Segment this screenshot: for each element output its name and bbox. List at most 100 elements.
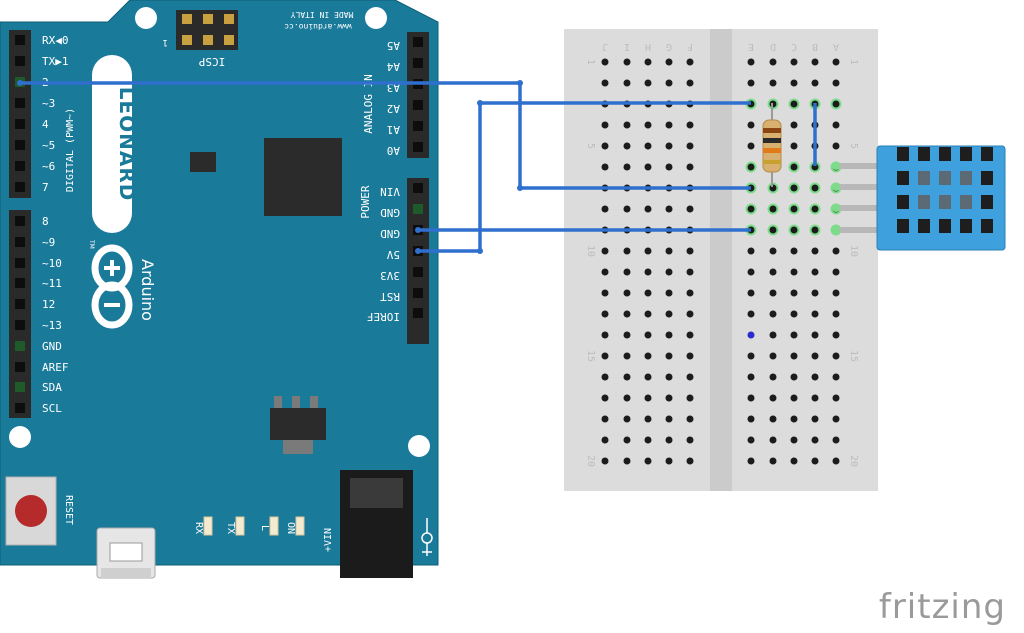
sensor-vent xyxy=(918,195,930,209)
mounting-hole xyxy=(135,7,157,29)
breadboard-column-label: J xyxy=(602,41,608,52)
analog-pin-hole xyxy=(413,142,423,152)
breadboard-hole xyxy=(811,289,819,297)
breadboard-hole xyxy=(665,394,673,402)
breadboard-hole xyxy=(601,205,609,213)
digital-header-bottom xyxy=(9,210,31,418)
breadboard-row-number: 20 xyxy=(848,455,859,467)
reset-button[interactable] xyxy=(5,476,57,546)
analog-pin-label: A4 xyxy=(386,60,400,73)
breadboard-hole xyxy=(832,289,840,297)
micro-usb-port xyxy=(96,527,156,579)
sensor-vent xyxy=(897,219,909,233)
breadboard-hole xyxy=(790,352,798,360)
breadboard-hole xyxy=(769,373,777,381)
brand-name: Arduino xyxy=(138,259,157,321)
resistor xyxy=(762,103,782,187)
breadboard-row-number: 15 xyxy=(585,350,596,362)
sensor-pin-contact xyxy=(832,183,840,191)
reset-label: RESET xyxy=(63,495,74,525)
analog-pin-hole xyxy=(413,58,423,68)
breadboard-hole xyxy=(686,373,694,381)
fritzing-watermark: fritzing xyxy=(878,587,1006,627)
sensor-vent xyxy=(960,147,972,161)
breadboard-hole xyxy=(686,331,694,339)
breadboard-hole xyxy=(811,310,819,318)
breadboard-hole xyxy=(623,394,631,402)
sensor-vent xyxy=(918,171,930,185)
tm-mark: TM xyxy=(88,239,95,249)
wires xyxy=(17,80,817,254)
breadboard-hole xyxy=(623,58,631,66)
digital-pin-label: TX▶1 xyxy=(42,55,69,68)
breadboard-column-label: H xyxy=(645,41,651,52)
digital-pin-hole xyxy=(15,237,25,247)
breadboard-column-label: B xyxy=(812,41,818,52)
board-name-pill xyxy=(92,55,132,233)
breadboard-row-number: 5 xyxy=(585,143,596,149)
breadboard-hole xyxy=(686,142,694,150)
breadboard-hole xyxy=(623,163,631,171)
breadboard-hole xyxy=(790,100,798,108)
breadboard-hole xyxy=(747,415,755,423)
led-label: ON xyxy=(285,522,296,534)
power-pin-label: 5V xyxy=(386,248,400,261)
digital-pin-label: SCL xyxy=(42,402,62,415)
breadboard-hole xyxy=(665,205,673,213)
digital-pin-label: SDA xyxy=(42,381,62,394)
breadboard-hole xyxy=(601,352,609,360)
led xyxy=(295,516,305,536)
breadboard-hole xyxy=(790,268,798,276)
breadboard-hole xyxy=(790,415,798,423)
breadboard-column-label: E xyxy=(748,41,754,52)
breadboard-hole xyxy=(747,205,755,213)
sensor-vent xyxy=(939,219,951,233)
breadboard-hole xyxy=(644,436,652,444)
power-pin-label: IOREF xyxy=(367,310,400,323)
icsp-pin xyxy=(203,35,213,45)
digital-pin-label: 8 xyxy=(42,215,49,228)
breadboard-hole xyxy=(686,205,694,213)
breadboard-hole xyxy=(747,121,755,129)
power-pin-label: VIN xyxy=(380,185,400,198)
breadboard-hole xyxy=(601,331,609,339)
mounting-hole xyxy=(408,435,430,457)
breadboard-hole xyxy=(747,247,755,255)
power-pin-label: 3V3 xyxy=(380,269,400,282)
breadboard-hole xyxy=(665,142,673,150)
icsp-pin xyxy=(182,35,192,45)
power-pin-hole xyxy=(413,204,423,214)
breadboard-hole xyxy=(601,121,609,129)
power-pin-label: RST xyxy=(380,290,400,303)
breadboard-column-label: I xyxy=(624,41,630,52)
breadboard-hole xyxy=(747,373,755,381)
breadboard-hole xyxy=(811,457,819,465)
analog-title: ANALOG IN xyxy=(362,74,375,134)
arduino-leonardo-board: RX◀0TX▶12~34~5~678~9~10~1112~13GNDAREFSD… xyxy=(0,0,439,579)
breadboard-hole xyxy=(769,457,777,465)
breadboard-row-number: 1 xyxy=(848,59,859,65)
digital-pin-hole xyxy=(15,182,25,192)
breadboard-hole xyxy=(601,247,609,255)
breadboard-hole xyxy=(686,121,694,129)
board-name: LEONARD xyxy=(115,87,139,202)
breadboard-hole xyxy=(811,352,819,360)
breadboard-hole xyxy=(686,289,694,297)
breadboard-hole xyxy=(747,436,755,444)
breadboard-hole xyxy=(769,226,777,234)
breadboard-hole xyxy=(623,436,631,444)
breadboard-hole xyxy=(601,415,609,423)
sensor-pin xyxy=(836,163,878,169)
breadboard-hole xyxy=(811,415,819,423)
breadboard-hole xyxy=(623,142,631,150)
breadboard-hole xyxy=(811,247,819,255)
breadboard-hole xyxy=(665,352,673,360)
sensor-vent xyxy=(897,147,909,161)
power-pin-hole xyxy=(413,308,423,318)
sensor-pin xyxy=(836,205,878,211)
sensor-vent xyxy=(981,171,993,185)
sensor-vent xyxy=(960,171,972,185)
breadboard-hole xyxy=(790,226,798,234)
breadboard-hole xyxy=(644,415,652,423)
breadboard-hole xyxy=(769,436,777,444)
